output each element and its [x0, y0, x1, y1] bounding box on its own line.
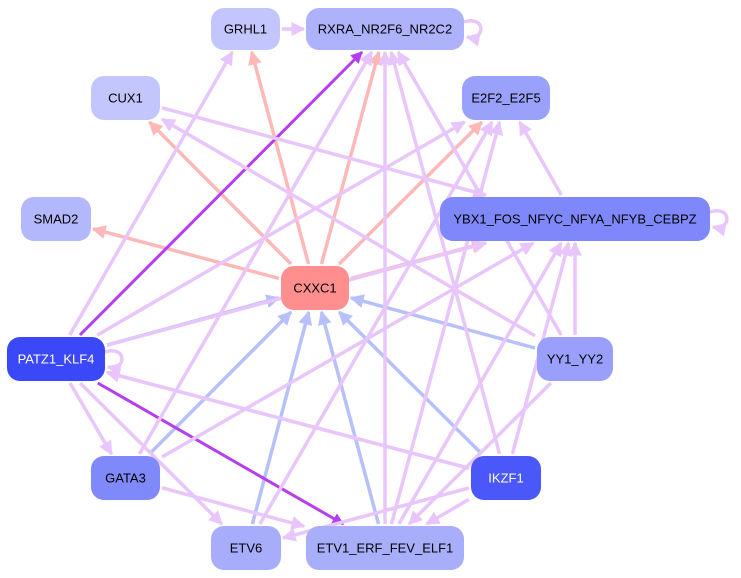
edge-etv6-to-e2f2 — [258, 120, 494, 525]
node-box — [91, 76, 160, 120]
node-smad2[interactable]: SMAD2 — [21, 197, 91, 241]
node-label: ETV6 — [230, 541, 263, 556]
edge-ikzf1-to-rxra — [387, 50, 502, 455]
node-grhl1[interactable]: GRHL1 — [211, 8, 280, 50]
node-label: IKZF1 — [488, 471, 523, 486]
node-rxra[interactable]: RXRA_NR2F6_NR2C2 — [306, 8, 464, 50]
edge-patz1-to-etv6 — [78, 381, 224, 526]
node-label: PATZ1_KLF4 — [18, 352, 95, 367]
node-box — [462, 76, 550, 120]
edge-gata3-to-rxra — [137, 50, 374, 455]
edge-gata3-to-etv1 — [161, 486, 306, 530]
node-etv6[interactable]: ETV6 — [211, 526, 281, 570]
node-box — [471, 456, 541, 500]
edge-cxxc1-to-smad2 — [91, 225, 280, 281]
node-label: CUX1 — [108, 91, 143, 106]
edge-rxra-to-rxra — [463, 19, 483, 47]
node-ybx1[interactable]: YBX1_FOS_NFYC_NFYA_NFYB_CEBPZ — [440, 197, 710, 241]
node-label: RXRA_NR2F6_NR2C2 — [318, 22, 452, 37]
edge-etv1-to-e2f2 — [389, 120, 504, 525]
node-label: YY1_YY2 — [547, 352, 603, 367]
edge-patz1-to-e2f2 — [96, 120, 466, 337]
node-box — [211, 526, 281, 570]
edge-ikzf1-to-etv1 — [425, 497, 470, 526]
node-box — [306, 526, 464, 570]
node-box — [306, 8, 464, 50]
edge-ybx1-to-ybx1 — [709, 209, 729, 237]
edge-ikzf1-to-patz1 — [105, 368, 470, 470]
edge-cux1-to-ybx1 — [161, 106, 488, 199]
edge-yy1-to-cxxc1 — [349, 294, 536, 350]
node-box — [211, 8, 280, 50]
edge-patz1-to-etv1 — [97, 381, 345, 526]
edge-cxxc1-to-e2f2 — [337, 120, 484, 266]
edge-gata3-to-cxxc1 — [148, 310, 293, 456]
node-cxxc1[interactable]: CXXC1 — [281, 266, 349, 310]
node-label: CXXC1 — [293, 281, 336, 296]
edge-yy1-to-cux1 — [160, 117, 536, 338]
node-label: YBX1_FOS_NFYC_NFYA_NFYB_CEBPZ — [453, 212, 696, 227]
node-etv1[interactable]: ETV1_ERF_FEV_ELF1 — [306, 526, 464, 570]
node-box — [440, 197, 710, 241]
edge-ybx1-to-e2f2 — [518, 120, 563, 196]
node-box — [91, 456, 160, 500]
edge-yy1-to-etv1 — [407, 381, 553, 526]
edge-etv1-to-cxxc1 — [317, 310, 381, 525]
node-label: SMAD2 — [34, 212, 79, 227]
edge-patz1-to-gata3 — [68, 382, 113, 456]
edge-patz1-to-patz1 — [104, 349, 124, 377]
edge-patz1-to-grhl1 — [68, 50, 234, 336]
edges-layer — [68, 19, 729, 542]
node-cux1[interactable]: CUX1 — [91, 76, 160, 120]
edge-etv1-to-ybx1 — [397, 241, 563, 525]
edge-gata3-to-ybx1 — [161, 241, 535, 459]
node-gata3[interactable]: GATA3 — [91, 456, 160, 500]
node-patz1[interactable]: PATZ1_KLF4 — [7, 337, 105, 381]
node-box — [7, 337, 105, 381]
node-box — [281, 266, 349, 310]
node-box — [537, 337, 613, 381]
node-label: E2F2_E2F5 — [471, 91, 540, 106]
node-box — [21, 197, 91, 241]
node-label: GATA3 — [105, 471, 146, 486]
edge-ikzf1-to-cxxc1 — [337, 310, 484, 456]
edge-patz1-to-rxra — [78, 50, 364, 337]
node-yy1[interactable]: YY1_YY2 — [537, 337, 613, 381]
node-ikzf1[interactable]: IKZF1 — [471, 456, 541, 500]
node-label: GRHL1 — [224, 22, 267, 37]
node-label: ETV1_ERF_FEV_ELF1 — [317, 541, 454, 556]
edge-cxxc1-to-grhl1 — [248, 50, 311, 265]
node-e2f2[interactable]: E2F2_E2F5 — [462, 76, 550, 120]
